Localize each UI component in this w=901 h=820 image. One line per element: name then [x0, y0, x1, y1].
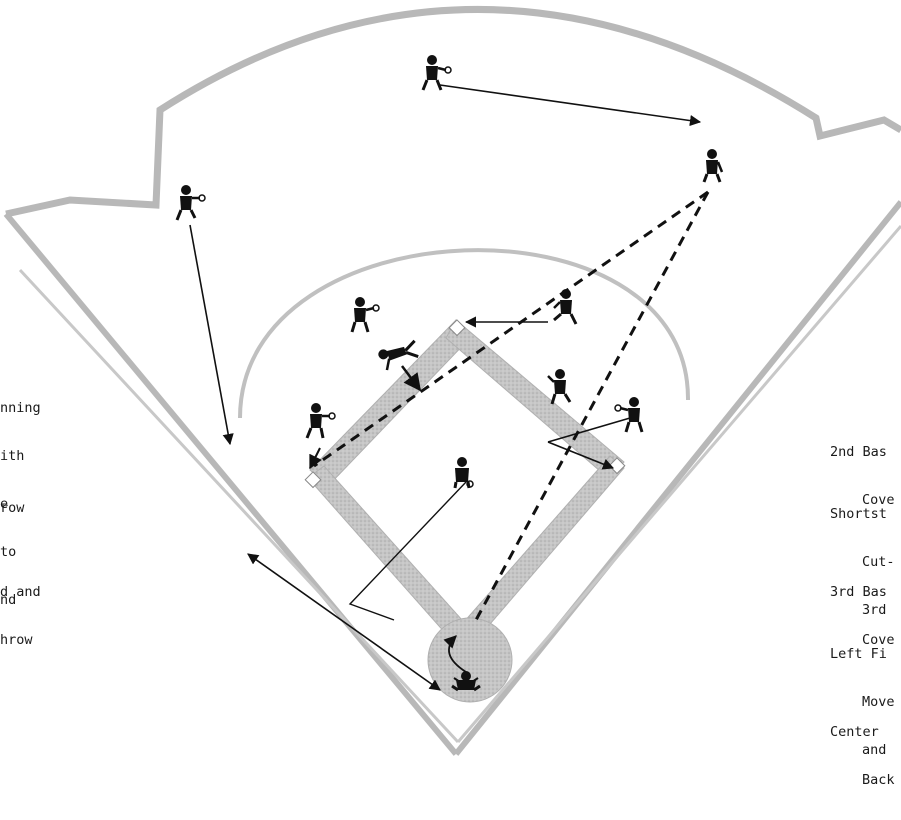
- note-line: Cut-: [862, 554, 895, 570]
- cutoff-fielder-icon: [378, 339, 419, 371]
- note-line: 3rd: [862, 602, 887, 618]
- throw-line-to-third: [313, 190, 709, 468]
- left-note-b: row: [0, 468, 33, 548]
- left-note-line: nning: [0, 400, 41, 416]
- shortstop-note: Shortst Cut- 3rd: [830, 474, 895, 650]
- left-note-a: nning ith e to nd: [0, 368, 41, 640]
- note-line: and: [862, 742, 887, 758]
- first-base-arrow-a: [547, 417, 631, 443]
- note-title: 2nd Bas: [830, 444, 887, 460]
- left-note-line: ith: [0, 448, 25, 464]
- first-base-arrow-b: [547, 441, 615, 470]
- note-line: Move: [862, 694, 895, 710]
- left-foul-inner: [18, 268, 460, 744]
- first-baseman-icon: [614, 397, 644, 433]
- outfield-boundary: [5, 6, 901, 218]
- left-note-c: d and hrow: [0, 552, 41, 680]
- second-base-note: 2nd Bas Cove: [830, 412, 895, 540]
- left-foul-line: [3, 212, 459, 756]
- third-base-bag: [304, 471, 322, 489]
- pitcher-icon: [453, 457, 474, 489]
- center-field-arrow: [439, 84, 702, 127]
- left-note-line: e: [0, 496, 9, 512]
- center-field-note: Center Back: [830, 692, 895, 820]
- note-line: Cove: [862, 632, 895, 648]
- baseball-field: [3, 6, 901, 756]
- note-title: 3rd Bas: [830, 584, 887, 600]
- third-base-arrow: [309, 447, 322, 470]
- note-title: Shortst: [830, 506, 887, 522]
- right-foul-inner: [456, 225, 901, 743]
- center-fielder-icon: [421, 55, 452, 91]
- note-title: Center: [830, 724, 879, 740]
- fielders: [175, 55, 724, 692]
- shortstop-icon: [350, 297, 380, 333]
- throw-line-to-home: [474, 191, 710, 621]
- left-note-line: hrow: [0, 632, 33, 648]
- catcher-icon: [451, 671, 481, 692]
- right-foul-line: [453, 200, 901, 756]
- left-note-line: nd: [0, 592, 17, 608]
- left-field-arrow: [189, 224, 234, 446]
- infielder-icon: [547, 369, 572, 405]
- catcher-pivot-arrow: [443, 635, 467, 673]
- pitcher-to-backup-connector: [348, 481, 467, 621]
- pitcher-backup-arrow: [247, 553, 441, 691]
- note-line: Back: [862, 772, 895, 788]
- left-fielder-icon: [175, 185, 206, 221]
- shortstop-arrow: [401, 365, 422, 392]
- third-base-note: 3rd Bas Cove: [830, 552, 895, 680]
- note-title: Left Fi: [830, 646, 887, 662]
- left-note-line: to: [0, 544, 17, 560]
- left-field-note: Left Fi Move and: [830, 614, 895, 790]
- infield-arc: [238, 248, 691, 419]
- left-note-line: d and: [0, 584, 41, 600]
- second-base-bag: [448, 319, 466, 337]
- note-line: Cove: [862, 492, 895, 508]
- third-baseman-icon: [305, 403, 336, 439]
- play-diagram: nning ith e to nd row d and hrow 2nd Bas…: [0, 6, 901, 788]
- right-fielder-icon: [702, 149, 724, 183]
- left-note-line: row: [0, 500, 25, 516]
- second-baseman-icon: [553, 289, 578, 325]
